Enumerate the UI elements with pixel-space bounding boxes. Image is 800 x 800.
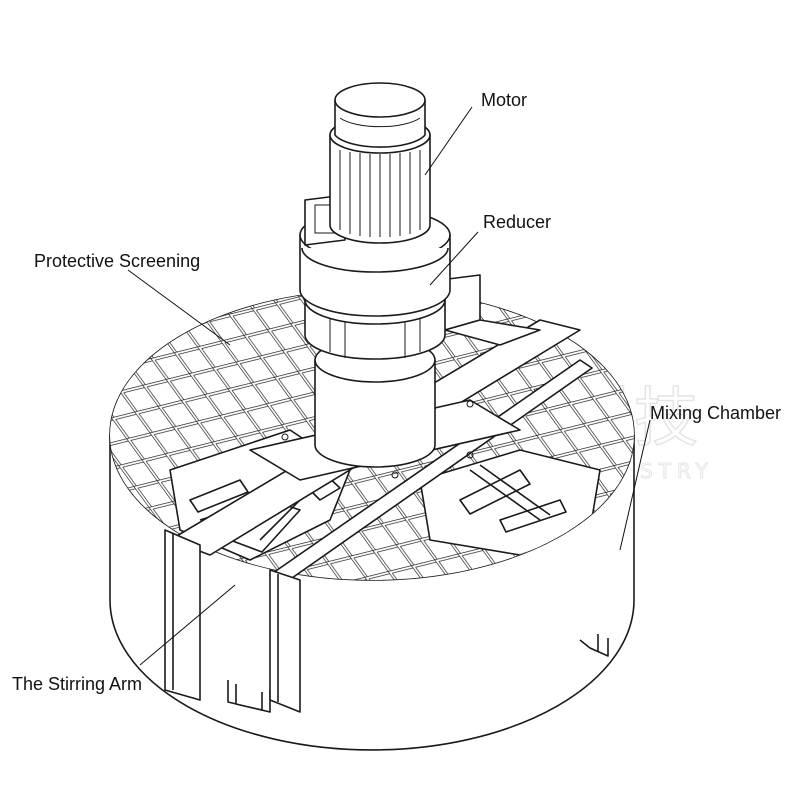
motor — [304, 82, 431, 246]
support-legs — [227, 634, 609, 713]
watermark-subtext: STRY — [640, 459, 714, 483]
label-stirring-arm: The Stirring Arm — [12, 674, 142, 694]
labels: Motor Reducer Protective Screening Mixin… — [12, 90, 781, 694]
label-mixing-chamber: Mixing Chamber — [650, 403, 781, 423]
label-protective-screening: Protective Screening — [34, 251, 200, 271]
label-reducer: Reducer — [483, 212, 551, 232]
reducer — [299, 208, 451, 317]
leader-lines — [127, 106, 651, 666]
label-motor: Motor — [481, 90, 527, 110]
